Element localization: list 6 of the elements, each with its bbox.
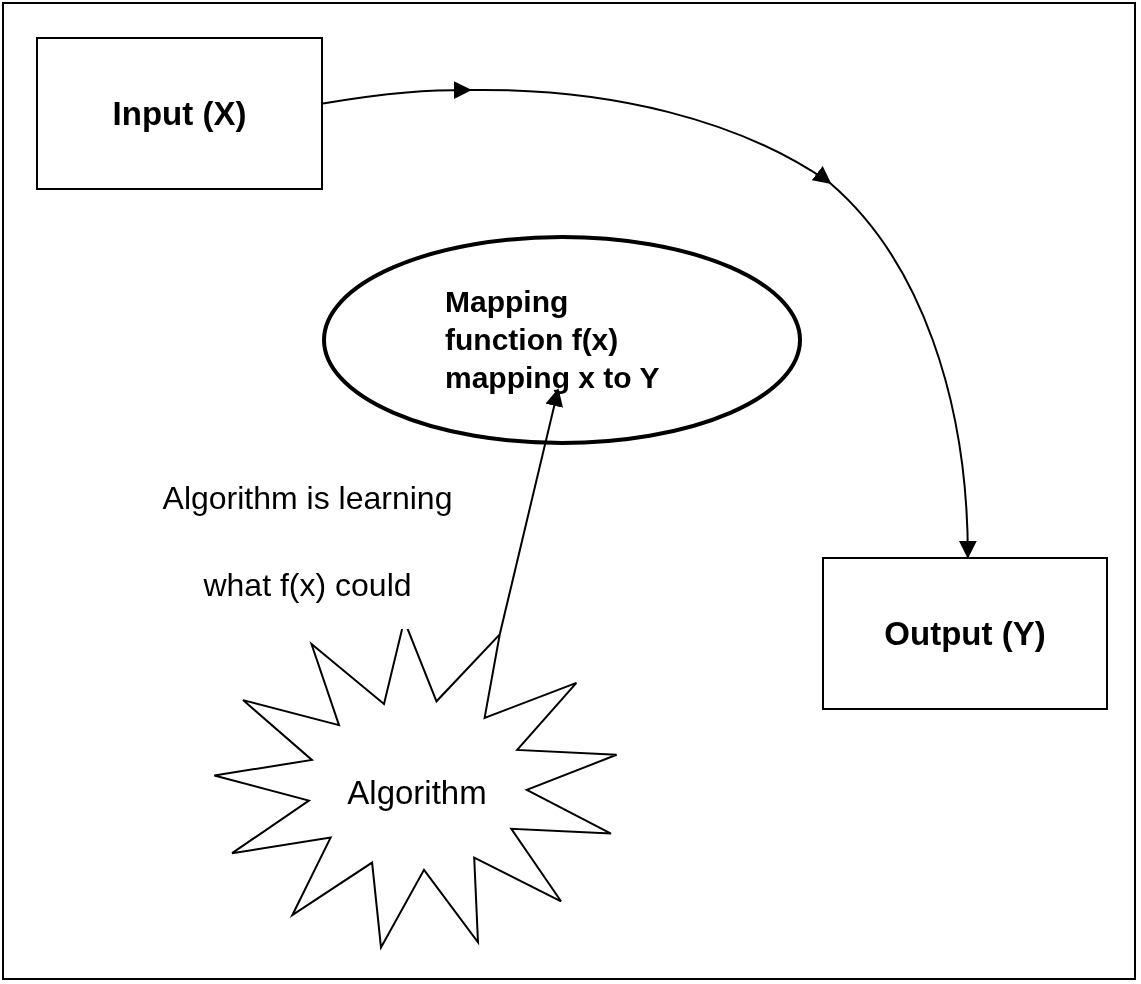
node-label: Mapping function f(x) mapping x to Y	[445, 284, 661, 396]
node-label: Algorithm	[347, 773, 487, 812]
arrow	[322, 81, 977, 558]
node-label: Input (X)	[112, 94, 247, 133]
arrow	[498, 388, 563, 636]
node-label: Output (Y)	[884, 614, 1046, 653]
